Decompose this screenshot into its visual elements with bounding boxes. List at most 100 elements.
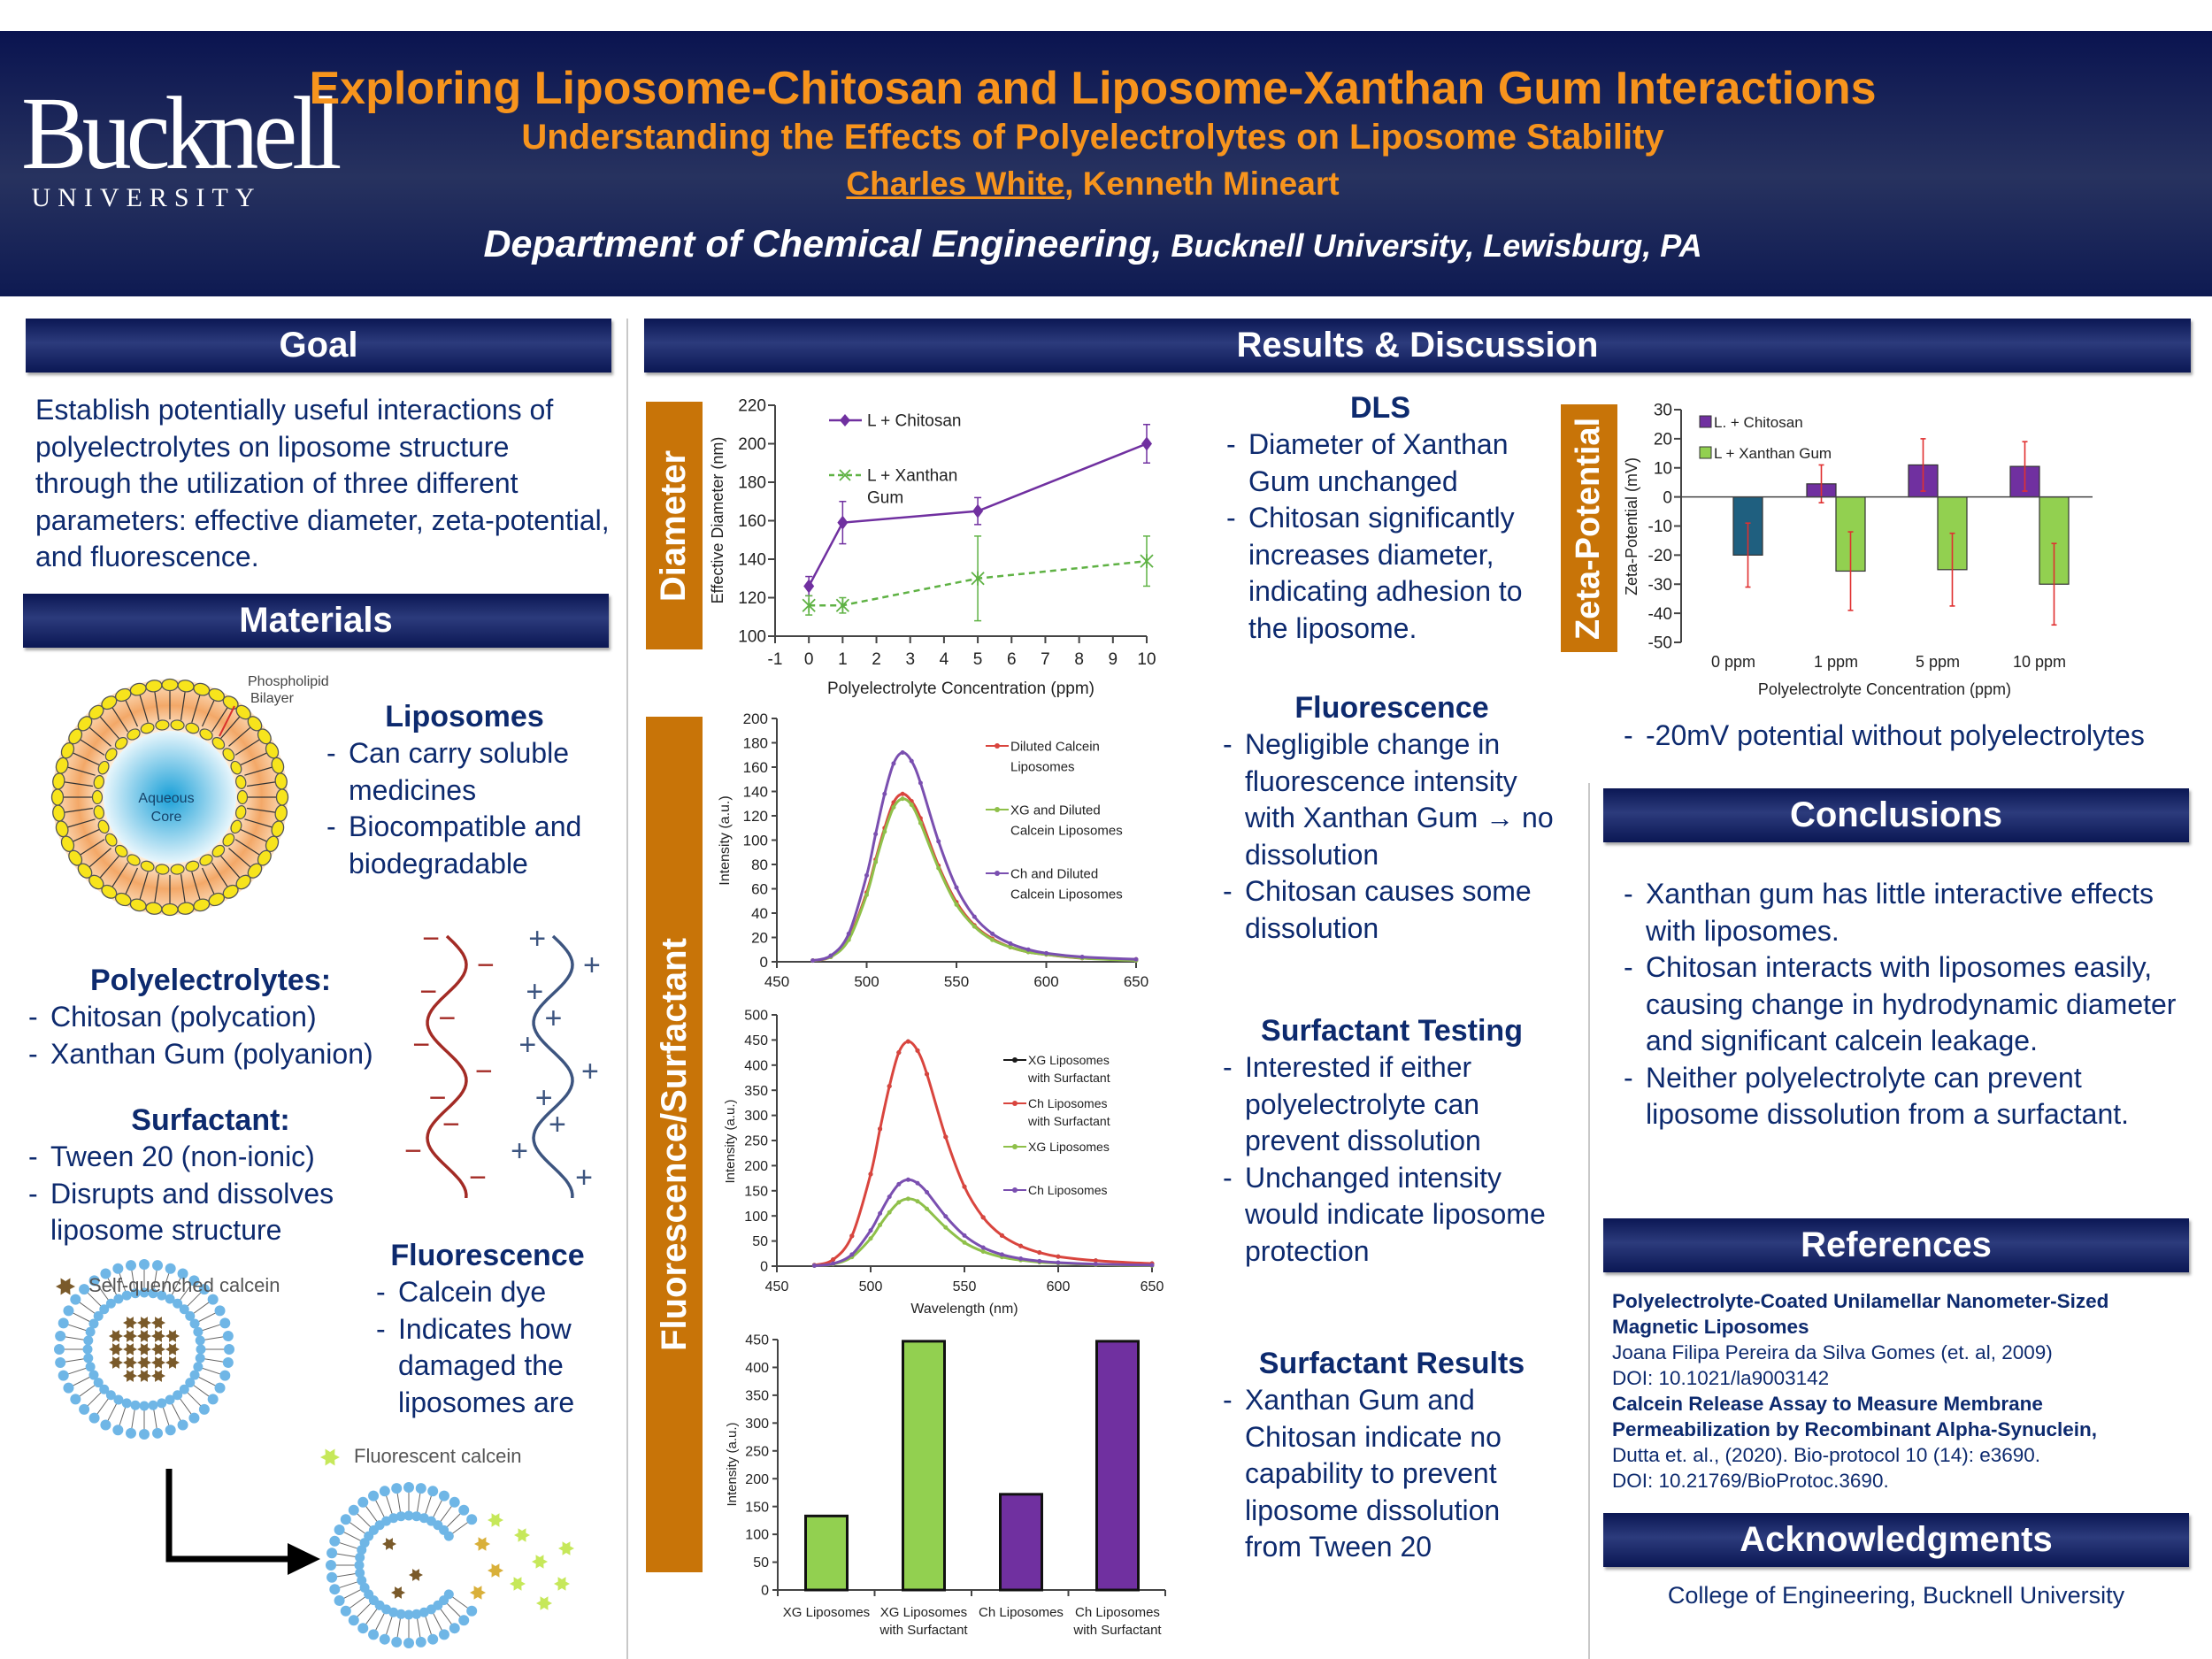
lipid-head: [443, 1531, 454, 1541]
data-point: [909, 803, 914, 808]
reference-doi[interactable]: DOI: 10.21769/BioProtoc.3690.: [1612, 1470, 1889, 1492]
lipid-head: [222, 884, 239, 899]
spectrum-line: [814, 1197, 1153, 1267]
data-point: [887, 1084, 892, 1089]
bucknell-logo-subtitle: UNIVERSITY: [31, 183, 262, 212]
aqueous-core: [104, 731, 236, 864]
plus-charge-icon: +: [581, 1055, 599, 1088]
bullet: Tween 20 (non-ionic): [25, 1139, 379, 1176]
author-rest: , Kenneth Mineart: [1064, 165, 1340, 202]
lipid-head: [195, 1335, 205, 1346]
polyelectrolytes-bullets: Chitosan (polycation) Xanthan Gum (polya…: [25, 999, 432, 1072]
lipid-head: [88, 1370, 99, 1380]
data-point: [1037, 1258, 1042, 1263]
lipid-head: [265, 835, 280, 853]
lipid-head: [177, 680, 195, 693]
lipid-head: [458, 1504, 470, 1516]
fluorescence-results-block: Fluorescence Negligible change in fluore…: [1219, 690, 1573, 947]
lipid-head: [173, 1298, 183, 1309]
data-point: [1025, 949, 1031, 955]
lipid-tail: [65, 818, 96, 828]
lipid-head: [185, 1378, 196, 1388]
quenched-calcein-icon: [151, 1370, 165, 1382]
minus-charge-icon: −: [404, 1134, 422, 1168]
x-axis-label: Polyelectrolyte Concentration (ppm): [827, 680, 1094, 698]
lipid-head: [60, 835, 75, 853]
lipid-head: [415, 1483, 426, 1494]
data-point: [896, 1050, 902, 1056]
lipid-tail: [192, 1384, 211, 1398]
fluorescent-calcein-icon: [536, 1596, 552, 1610]
surfactant-results-bullets: Xanthan Gum and Chitosan indicate no cap…: [1219, 1382, 1564, 1566]
data-point: [925, 1071, 930, 1077]
lipid-head: [114, 736, 128, 750]
lipid-tail: [234, 738, 261, 756]
x-tick-label: XG Liposomes: [880, 1605, 967, 1620]
x-tick-label: 9: [1109, 650, 1118, 669]
data-point: [925, 1206, 930, 1211]
lipid-head: [391, 1636, 403, 1647]
data-point: [918, 816, 923, 821]
fluorescent-calcein-icon: [474, 1537, 490, 1551]
lipid-head: [274, 804, 288, 822]
lipid-head: [222, 1357, 234, 1369]
quenched-calcein-icon: [123, 1317, 137, 1329]
data-point: [887, 1084, 892, 1089]
lipid-head: [58, 1370, 69, 1381]
bar: [2009, 465, 2040, 498]
data-point: [915, 1048, 920, 1053]
lipid-tail: [111, 862, 128, 888]
lipid-head: [198, 1403, 210, 1415]
data-point: [909, 799, 914, 803]
diameter-label-text: Diameter: [654, 449, 694, 602]
lipid-head: [152, 1427, 164, 1439]
spectrum-line: [812, 792, 1137, 963]
lipid-head: [55, 757, 69, 774]
data-point: [811, 1263, 817, 1268]
lipid-head: [359, 1538, 370, 1548]
lipid-head: [83, 1335, 94, 1346]
lipid-head: [236, 789, 249, 805]
lipid-head: [235, 774, 247, 789]
data-point: [918, 780, 923, 786]
conclusions-bullets: Xanthan gum has little interactive effec…: [1620, 876, 2191, 1133]
dls-heading: DLS: [1350, 391, 1410, 425]
lipid-head: [129, 682, 147, 696]
bar: [804, 1514, 849, 1592]
lipid-head: [145, 680, 163, 693]
lipid-head: [214, 1382, 226, 1394]
y-tick-label: 150: [744, 1184, 768, 1199]
lipid-tail: [106, 1402, 118, 1423]
lipid-head: [379, 1486, 390, 1497]
data-point: [990, 936, 995, 941]
data-point: [999, 1233, 1004, 1238]
x-tick-label: 600: [1047, 1279, 1071, 1294]
lipid-head: [155, 719, 170, 731]
data-point: [831, 1257, 836, 1263]
lipid-head: [189, 1370, 200, 1380]
chitosan-chain: [532, 934, 574, 1199]
quenched-calcein-icon: [151, 1356, 165, 1369]
reference-doi[interactable]: DOI: 10.1021/la9003142: [1612, 1367, 1830, 1389]
lipid-head: [170, 719, 185, 731]
lipid-head: [193, 1362, 204, 1372]
data-point: [1008, 941, 1013, 946]
x-tick-label: 10: [1137, 650, 1156, 669]
authors: Charles White, Kenneth Mineart: [265, 165, 1920, 203]
lipid-tail: [131, 1409, 135, 1430]
bilayer-ring: [52, 680, 288, 915]
lipid-head: [419, 1607, 429, 1617]
quenched-calcein-icon: [391, 1586, 405, 1599]
bar: [1835, 496, 1866, 572]
lipid-head: [112, 1425, 124, 1436]
lipid-head: [60, 741, 75, 759]
lipid-tail: [374, 1498, 386, 1518]
series-line: [808, 442, 1148, 588]
lipid-head: [368, 1629, 380, 1640]
lipid-head: [381, 1516, 392, 1526]
lipid-head: [364, 1531, 374, 1541]
legend-label: L + Xanthan: [867, 467, 957, 486]
lipid-tail: [66, 1367, 88, 1375]
data-point: [900, 750, 905, 755]
spectrum-line: [813, 1040, 1153, 1267]
